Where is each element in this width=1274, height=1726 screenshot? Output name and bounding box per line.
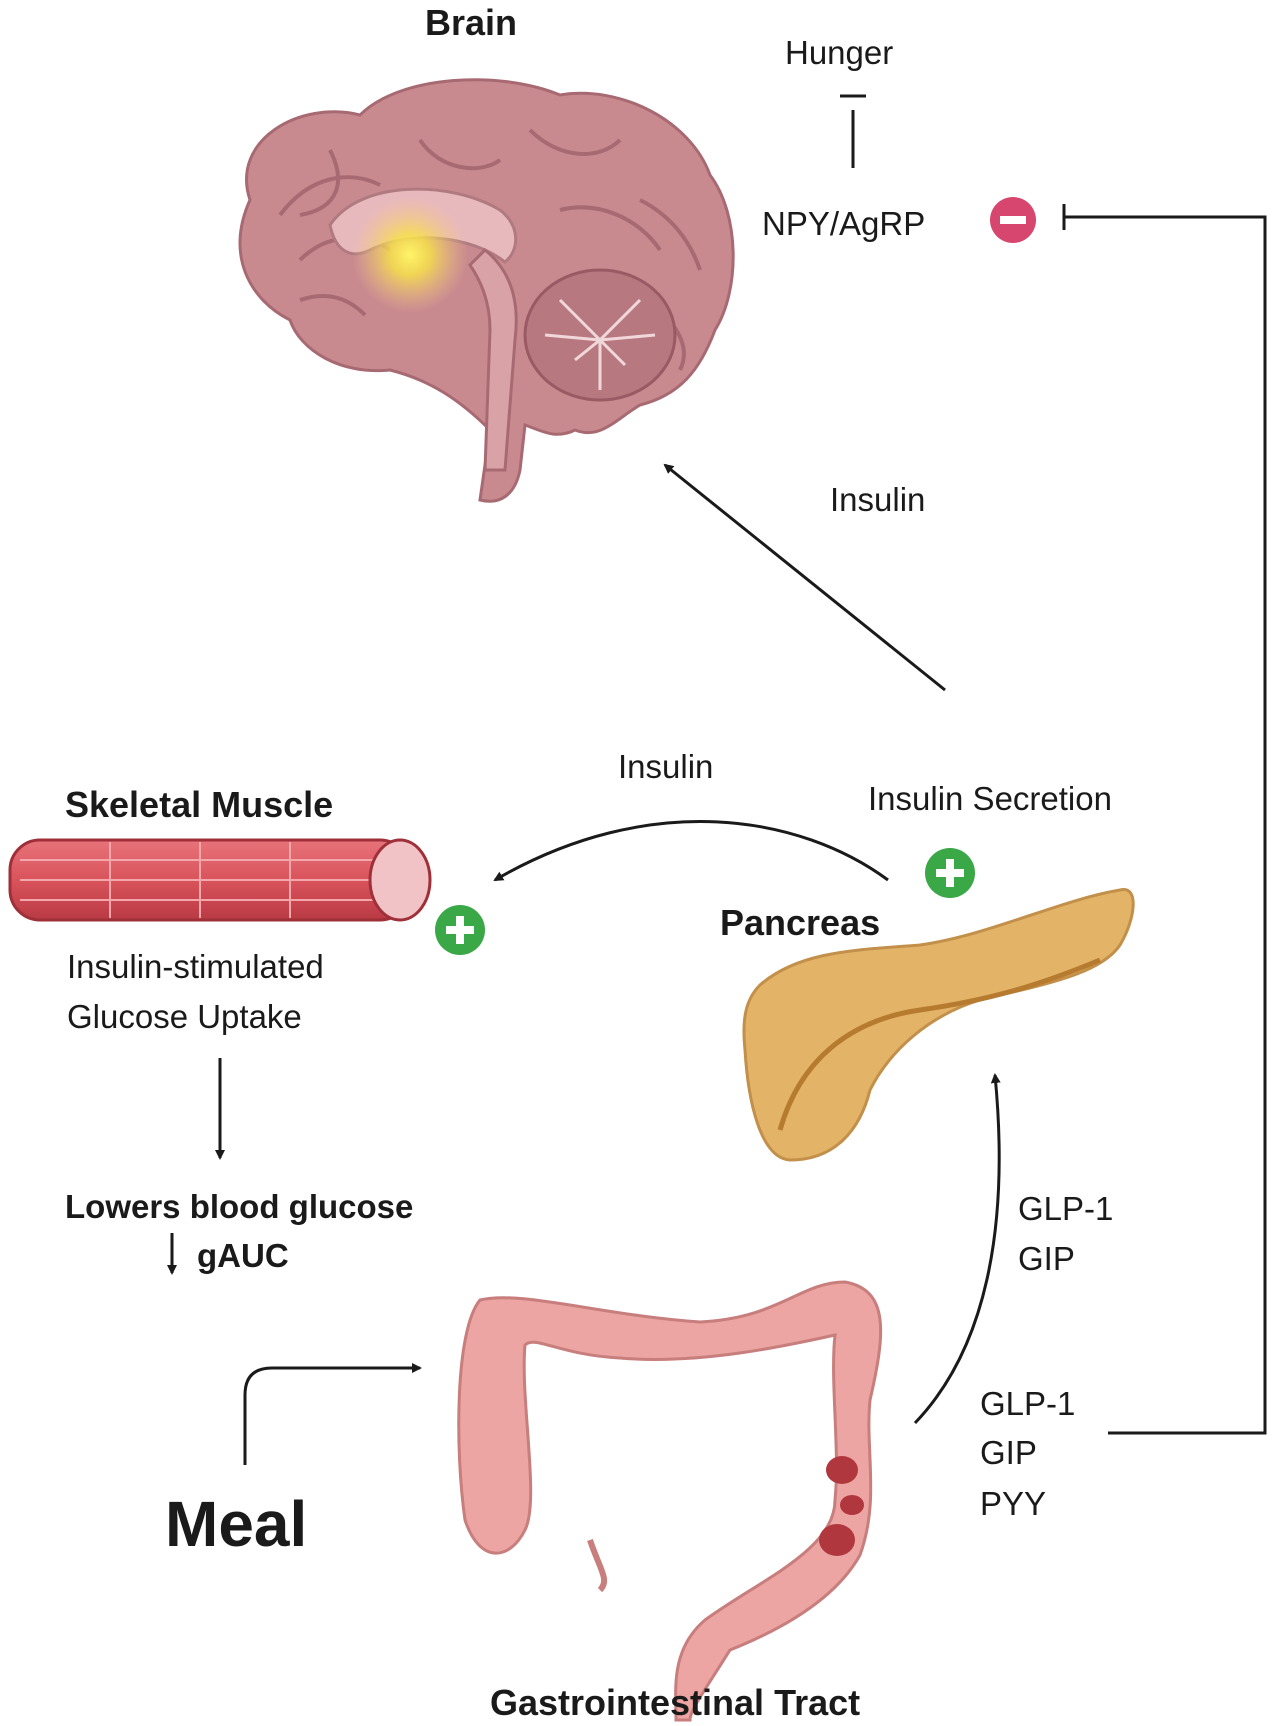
gut-to-brain-hormone-1: GLP-1 <box>980 1385 1076 1422</box>
gut-to-brain-hormone-3: PYY <box>980 1485 1047 1522</box>
meal-arrow <box>243 1363 422 1465</box>
hunger-label: Hunger <box>785 34 894 71</box>
outcome-line2: gAUC <box>197 1237 289 1274</box>
muscle-effect-line1: Insulin-stimulated <box>67 948 324 985</box>
gut-title: Gastrointestinal Tract <box>490 1682 861 1723</box>
skeletal-muscle-title: Skeletal Muscle <box>65 784 334 825</box>
brain-illustration <box>238 78 735 503</box>
brain-title: Brain <box>425 2 518 43</box>
pancreas-title: Pancreas <box>720 902 881 943</box>
insulin-to-brain-arrow <box>663 463 946 692</box>
gut-to-brain-hormone-2: GIP <box>980 1434 1037 1471</box>
gut-to-pancreas-hormone-2: GIP <box>1018 1240 1075 1277</box>
outcome-line1: Lowers blood glucose <box>65 1188 414 1225</box>
insulin-secretion-label: Insulin Secretion <box>868 780 1112 817</box>
npy-agrp-label: NPY/AgRP <box>762 205 926 242</box>
gut-illustration <box>457 1280 883 1722</box>
gut-to-brain-inhibition-line <box>1064 215 1267 1435</box>
gut-to-pancreas-arrow <box>913 1073 1001 1425</box>
muscle-fiber-illustration <box>8 838 432 922</box>
gut-to-pancreas-hormone-1: GLP-1 <box>1018 1190 1114 1227</box>
insulin-to-muscle-label: Insulin <box>618 748 714 785</box>
pancreas-illustration <box>742 888 1135 1162</box>
meal-label: Meal <box>165 1488 308 1560</box>
insulin-to-brain-label: Insulin <box>830 481 926 518</box>
muscle-effect-line2: Glucose Uptake <box>67 998 302 1035</box>
insulin-to-muscle-arrow <box>493 820 889 882</box>
